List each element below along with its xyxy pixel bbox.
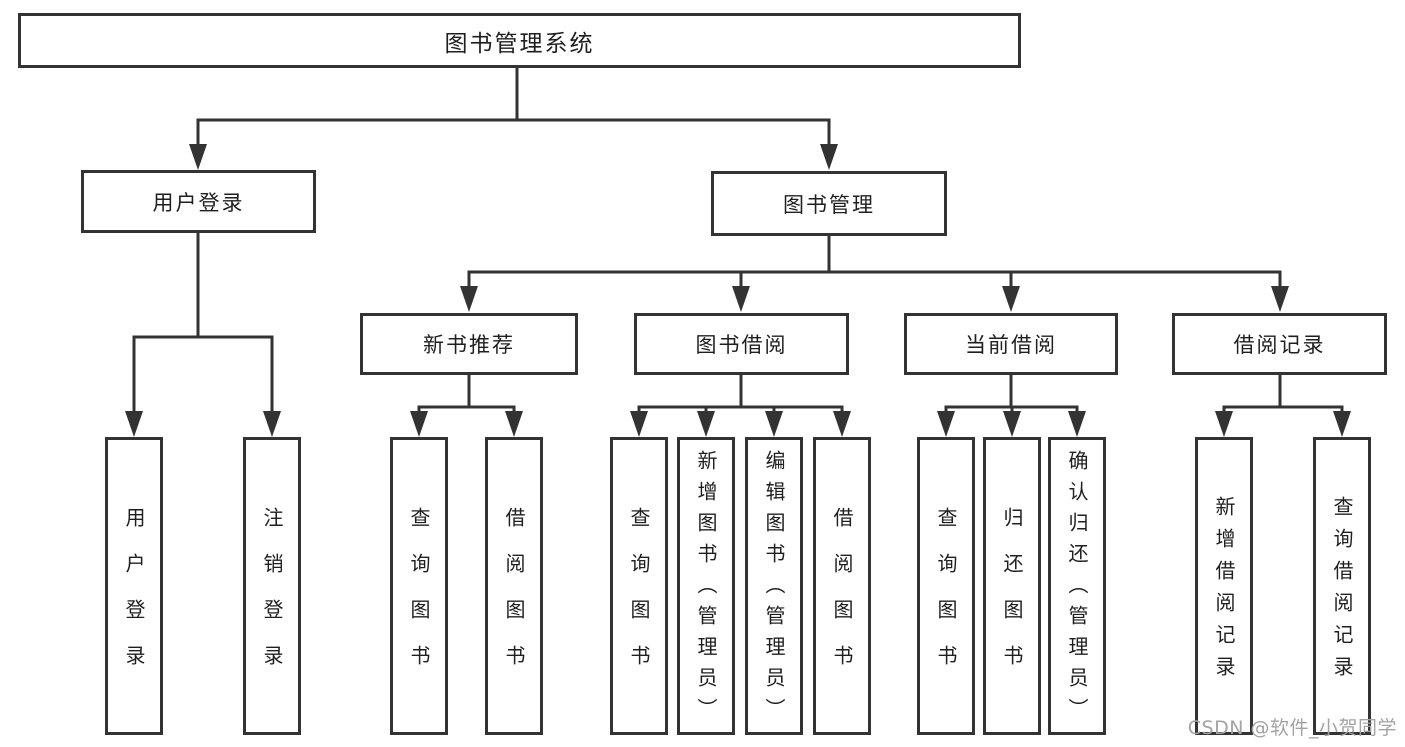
leaf-query-book-borrow: 查询图书 [610, 437, 668, 735]
watermark-text: CSDN @软件_小贺同学 [1187, 717, 1397, 739]
node-user-login: 用户登录 [81, 170, 316, 233]
leaf-query-book-recommend: 查询图书 [390, 437, 448, 735]
node-borrow-record: 借阅记录 [1172, 313, 1387, 375]
leaf-edit-book-admin: 编辑图书（管理员） [745, 437, 803, 735]
node-book-management: 图书管理 [711, 171, 947, 236]
leaf-query-borrow-record: 查询借阅记录 [1313, 437, 1371, 735]
leaf-query-book-current: 查询图书 [917, 437, 975, 735]
leaf-return-book: 归还图书 [983, 437, 1041, 735]
node-current-borrow: 当前借阅 [904, 313, 1118, 375]
leaf-borrow-book: 借阅图书 [813, 437, 871, 735]
node-book-borrow: 图书借阅 [634, 313, 849, 375]
leaf-user-login: 用户登录 [105, 437, 163, 735]
leaf-logout: 注销登录 [243, 437, 301, 735]
node-new-book-recommend: 新书推荐 [360, 313, 578, 375]
leaf-add-book-admin: 新增图书（管理员） [677, 437, 735, 735]
leaf-borrow-book-recommend: 借阅图书 [485, 437, 543, 735]
node-root: 图书管理系统 [18, 13, 1021, 68]
leaf-confirm-return-admin: 确认归还（管理员） [1048, 437, 1106, 735]
leaf-add-borrow-record: 新增借阅记录 [1195, 437, 1253, 735]
arrowheads [125, 144, 1351, 437]
